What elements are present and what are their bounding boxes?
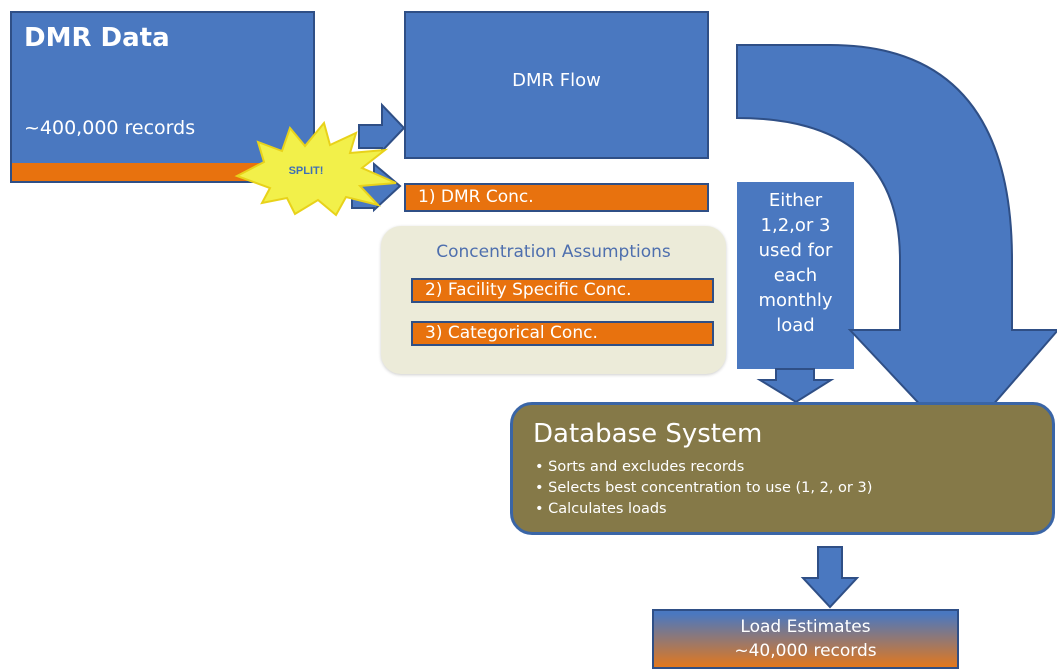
split-burst-icon — [234, 120, 397, 217]
dmr-conc-bar: 1) DMR Conc. — [404, 183, 709, 212]
dmr-data-records: ~400,000 records — [24, 117, 196, 139]
either-line: load — [776, 315, 815, 336]
either-line: each — [773, 265, 818, 286]
dmr-data-title: DMR Data — [24, 23, 170, 53]
database-system-title: Database System — [533, 419, 763, 449]
split-arrow-up-icon — [358, 102, 406, 154]
big-curved-arrow-icon — [736, 44, 1057, 447]
dmr-flow-label: DMR Flow — [512, 69, 601, 91]
load-estimates-records: ~40,000 records — [734, 641, 877, 661]
database-system-box: Database System Sorts and excludes recor… — [510, 402, 1055, 535]
categorical-conc-bar: 3) Categorical Conc. — [411, 321, 714, 346]
list-item: Selects best concentration to use (1, 2,… — [535, 478, 872, 499]
dmr-data-box: DMR Data ~400,000 records — [10, 11, 315, 183]
either-down-arrow-icon — [756, 368, 835, 404]
concentration-assumptions-title: Concentration Assumptions — [436, 242, 671, 262]
either-choice-box: Either 1,2,or 3 used for each monthly lo… — [737, 182, 854, 369]
database-down-arrow-icon — [800, 546, 860, 609]
dmr-flow-box: DMR Flow — [404, 11, 709, 159]
load-estimates-box: Load Estimates ~40,000 records — [652, 609, 959, 669]
either-line: used for — [758, 240, 833, 261]
either-choice-text: Either 1,2,or 3 used for each monthly lo… — [737, 188, 854, 338]
either-line: 1,2,or 3 — [760, 215, 831, 236]
list-item: Calculates loads — [535, 499, 872, 520]
concentration-assumptions-panel: Concentration Assumptions 2) Facility Sp… — [381, 226, 726, 374]
facility-specific-conc-bar: 2) Facility Specific Conc. — [411, 278, 714, 303]
either-line: monthly — [758, 290, 833, 311]
either-line: Either — [768, 190, 823, 211]
split-label: SPLIT! — [289, 165, 324, 177]
database-system-bullets: Sorts and excludes records Selects best … — [535, 457, 872, 520]
load-estimates-title: Load Estimates — [740, 617, 871, 637]
list-item: Sorts and excludes records — [535, 457, 872, 478]
